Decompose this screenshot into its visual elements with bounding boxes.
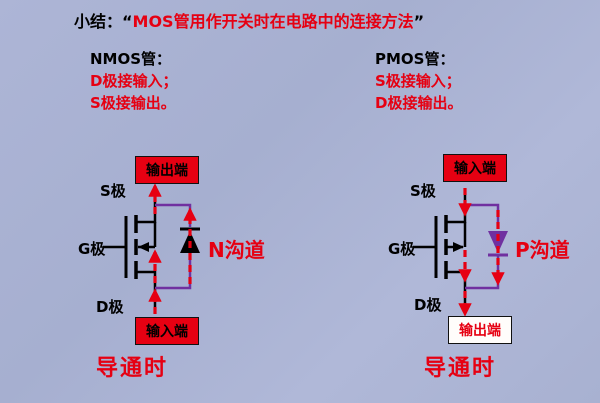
nmos-heading: NMOS管：	[90, 50, 172, 68]
pmos-body-diode-wire	[465, 203, 500, 290]
right-state-label: 导通时	[424, 356, 497, 381]
right-channel-label: P沟道	[515, 238, 570, 262]
nmos-body-diode-icon	[180, 227, 200, 253]
left-d-pin-label: D极	[96, 298, 124, 316]
left-channel-label: N沟道	[208, 238, 265, 262]
title-open-quote: “	[122, 12, 133, 31]
right-top-terminal-box: 输入端	[443, 154, 507, 182]
pmos-line1: S极接输入；	[375, 72, 461, 90]
nmos-circuit-symbol	[103, 192, 157, 312]
right-d-pin-label: D极	[414, 296, 442, 314]
right-s-pin-label: S极	[410, 182, 436, 200]
left-bottom-terminal-box: 输入端	[135, 317, 199, 345]
right-bottom-terminal-box: 输出端	[448, 316, 512, 344]
right-g-pin-label: G极	[388, 240, 416, 258]
nmos-current-flow-arrows	[148, 183, 197, 314]
pmos-body-arrow-icon	[453, 242, 464, 252]
nmos-line1: D极接输入；	[90, 72, 178, 90]
pmos-heading: PMOS管：	[375, 50, 455, 68]
left-state-label: 导通时	[96, 356, 169, 381]
title-close-quote: ”	[413, 12, 425, 31]
title-prefix: 小结：	[74, 12, 123, 31]
nmos-info-block: NMOS管： D极接输入； S极接输出。	[90, 48, 177, 114]
page-title: 小结：“MOS管用作开关时在电路中的连接方法”	[74, 8, 424, 32]
pmos-line2: D极接输出。	[375, 94, 463, 112]
pmos-current-flow-arrows	[458, 188, 505, 317]
pmos-body-diode-icon	[488, 231, 508, 257]
nmos-body-arrow-icon	[138, 242, 149, 252]
nmos-body-diode-wire	[155, 203, 192, 290]
pmos-circuit-symbol	[413, 192, 467, 310]
left-s-pin-label: S极	[100, 182, 126, 200]
pmos-info-block: PMOS管： S极接输入； D极接输出。	[375, 48, 462, 114]
left-top-terminal-box: 输出端	[135, 156, 199, 184]
left-g-pin-label: G极	[78, 240, 106, 258]
title-main: MOS管用作开关时在电路中的连接方法	[132, 12, 414, 31]
nmos-line2: S极接输出。	[90, 94, 176, 112]
